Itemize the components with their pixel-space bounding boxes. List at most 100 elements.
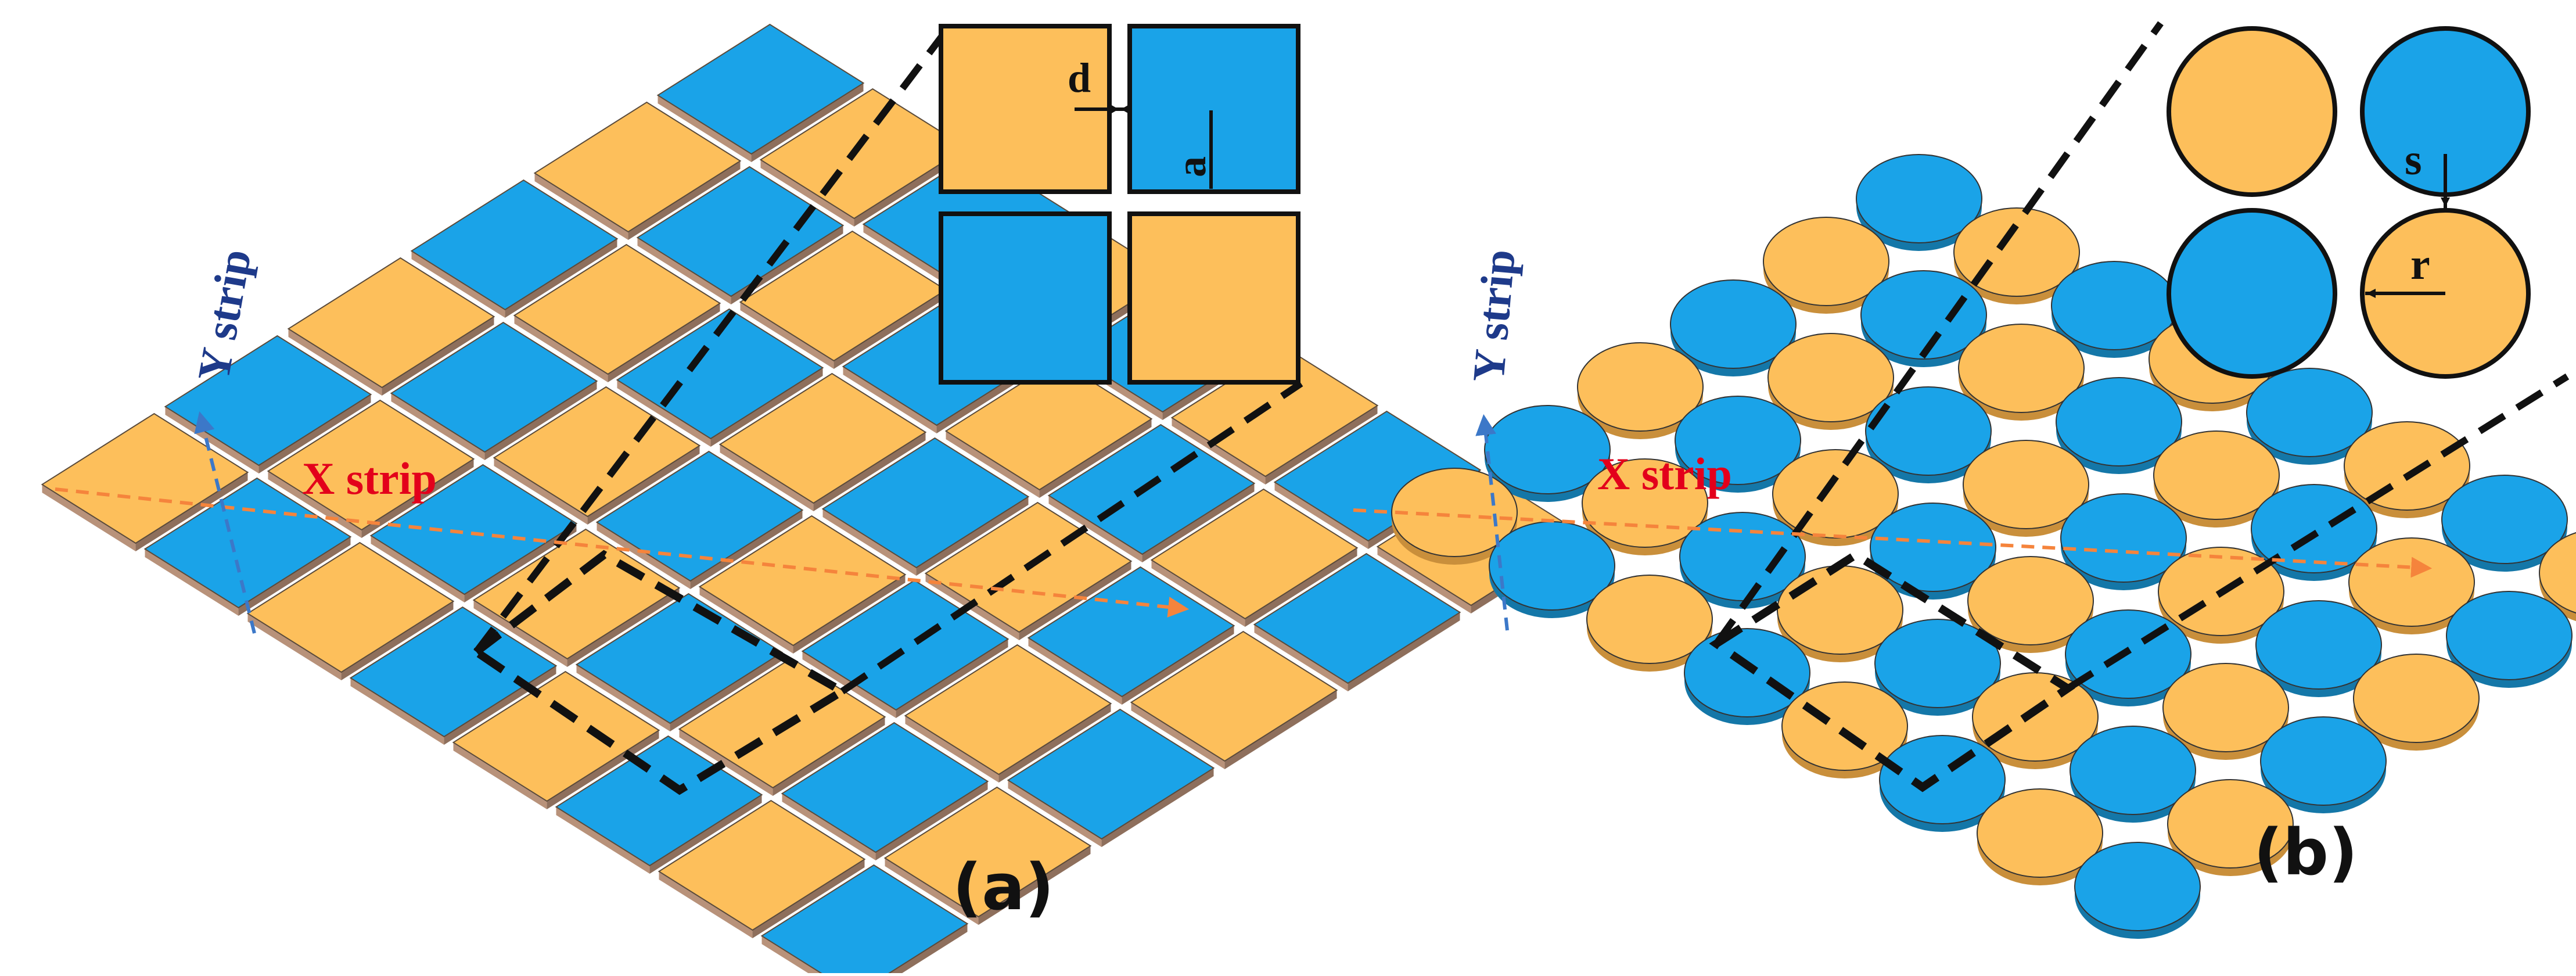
tile-side [494, 457, 588, 525]
disk-tile-blue [1874, 619, 2001, 708]
x-strip-label: X strip [302, 453, 437, 504]
zoom-region-outline [469, 550, 850, 795]
tile-side [658, 95, 752, 162]
disk-tile-orange [1972, 672, 2099, 762]
disk-tile-blue [2070, 726, 2196, 815]
x-strip-label: X strip [1597, 448, 1732, 499]
tile-side [1245, 548, 1357, 627]
disk-tile-blue [2251, 484, 2377, 573]
disk-tile-orange [1391, 468, 1518, 557]
tile-side [751, 83, 864, 162]
tile-side [1254, 624, 1348, 691]
tile-side [1122, 626, 1234, 705]
inset-square-orange-br [1127, 211, 1300, 385]
zoom-leader-bottom [840, 381, 1303, 694]
tile-side [1101, 768, 1214, 847]
inset-square-blue-tr [1127, 24, 1300, 194]
inset-unit-cell-squares: d a [939, 24, 1300, 385]
disk-tile-orange [2153, 430, 2280, 520]
tile-side [145, 548, 239, 616]
radius-r-label: r [2410, 240, 2430, 289]
square-tile-grid [41, 23, 1585, 976]
inset-square-blue-bl [939, 211, 1112, 385]
tile-side [905, 715, 999, 783]
tile-side [885, 857, 979, 925]
square-tile-blue [1253, 552, 1461, 684]
tile-side [875, 781, 988, 860]
tile-side [649, 795, 762, 874]
tile-side [464, 523, 577, 602]
square-tile-blue [656, 23, 865, 155]
tile-side [699, 586, 793, 654]
tile-side [637, 237, 731, 304]
tile-side [411, 250, 505, 318]
zoom-leader-bottom [2065, 373, 2570, 692]
square-tile-orange [472, 528, 681, 660]
tile-side [896, 639, 1008, 718]
disk-tile-orange [2162, 663, 2289, 752]
tile-side [1131, 702, 1225, 769]
disk-tile-orange [1977, 788, 2103, 878]
disk-tile-blue [2441, 475, 2568, 564]
panel-b-label: (b) [2254, 815, 2358, 889]
inset-disk-blue-bl [2167, 208, 2337, 379]
panel-a-square-checkerboard: X strip Y strip d a (a) [41, 23, 1585, 976]
tile-side [135, 472, 248, 551]
tile-side [773, 717, 885, 796]
tile-side [514, 315, 608, 382]
tile-side [863, 224, 957, 291]
gap-d-arrowhead-left [1111, 105, 1119, 114]
tile-side [1274, 482, 1368, 549]
square-tile-orange [452, 670, 660, 802]
disk-tile-orange [1577, 342, 1704, 432]
tile-side [350, 677, 444, 745]
tile-side [258, 394, 371, 473]
tile-side [1224, 690, 1337, 769]
disk-tile-blue [1684, 628, 1810, 717]
disk-tile-blue [1675, 396, 1801, 485]
square-tile-orange [698, 515, 907, 647]
tile-side [238, 537, 351, 616]
disk-tile-blue [2056, 377, 2182, 467]
tile-side [1142, 483, 1255, 562]
radius-r-arrowhead [2366, 289, 2376, 298]
tile-side [547, 730, 659, 809]
square-tile-orange [718, 372, 927, 504]
tile-side [1377, 546, 1471, 613]
tile-side [453, 742, 547, 809]
square-tile-blue [636, 166, 845, 297]
square-tile-blue [1047, 424, 1256, 555]
tile-side [473, 600, 567, 667]
tile-side [628, 161, 741, 240]
square-tile-blue [164, 335, 372, 467]
square-tile-orange [904, 644, 1112, 776]
tile-side [608, 303, 720, 382]
y-strip-arrow [194, 411, 256, 634]
disk-tile-orange [1953, 207, 2080, 297]
tile-side [1151, 559, 1245, 627]
tile-side [1008, 780, 1102, 847]
gap-d-label: d [1068, 55, 1091, 101]
disk-tile-blue [1879, 735, 2006, 824]
square-tile-orange [1130, 630, 1338, 762]
gap-s-label: s [2405, 135, 2422, 184]
disk-tile-blue [2260, 716, 2387, 806]
disk-tile-orange [1958, 324, 2085, 413]
tile-side [833, 290, 946, 369]
tile-side [505, 239, 617, 318]
disk-tile-orange [2167, 779, 2294, 869]
square-tile-orange [678, 657, 886, 789]
tile-side [978, 846, 1091, 925]
tile-side [361, 459, 474, 538]
tile-side [556, 806, 650, 874]
disk-tile-blue [1865, 386, 1992, 476]
tile-side [679, 729, 773, 796]
tile-side [710, 368, 823, 447]
gap-s-arrowhead [2441, 198, 2450, 207]
tile-side [813, 432, 926, 511]
disk-tile-orange [1586, 575, 1713, 664]
gap-d-arrowhead-right [1121, 105, 1129, 114]
disk-tile-orange [1781, 681, 1908, 771]
tile-side [382, 317, 494, 396]
